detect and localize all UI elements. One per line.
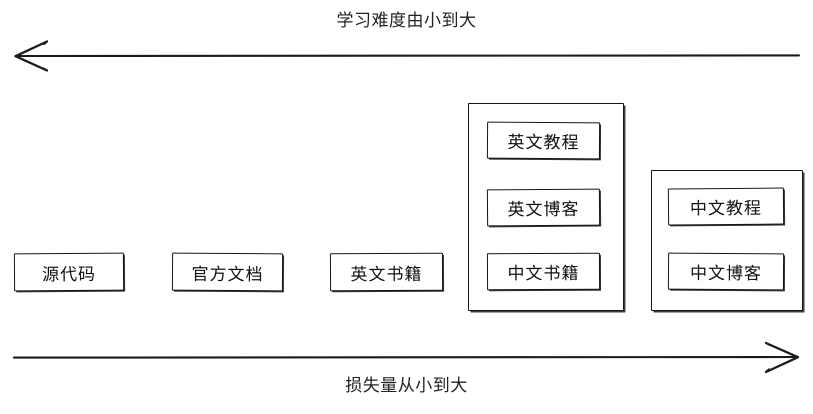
node-label: 中文博客 [689,263,763,284]
bottom-axis-arrow [12,341,800,374]
bottom-axis-label: 损失量从小到大 [345,376,468,395]
node-english-books[interactable]: 英文书籍 [329,252,444,292]
top-axis-label: 学习难度由小到大 [336,11,477,30]
node-label: 英文教程 [507,132,580,153]
node-chinese-blogs[interactable]: 中文博客 [667,252,785,291]
node-source-code[interactable]: 源代码 [13,252,125,292]
node-label: 官方文档 [191,264,264,284]
node-chinese-books[interactable]: 中文书籍 [486,252,601,291]
node-english-blogs[interactable]: 英文博客 [486,188,601,227]
top-axis-arrow [14,40,801,72]
node-label: 英文书籍 [350,264,423,284]
node-chinese-tutorials[interactable]: 中文教程 [667,187,785,226]
node-label: 中文书籍 [507,263,580,284]
node-english-tutorials[interactable]: 英文教程 [486,121,601,160]
node-label: 英文博客 [507,199,580,220]
node-label: 源代码 [41,264,97,284]
node-label: 中文教程 [689,198,763,219]
node-official-docs[interactable]: 官方文档 [171,252,284,292]
